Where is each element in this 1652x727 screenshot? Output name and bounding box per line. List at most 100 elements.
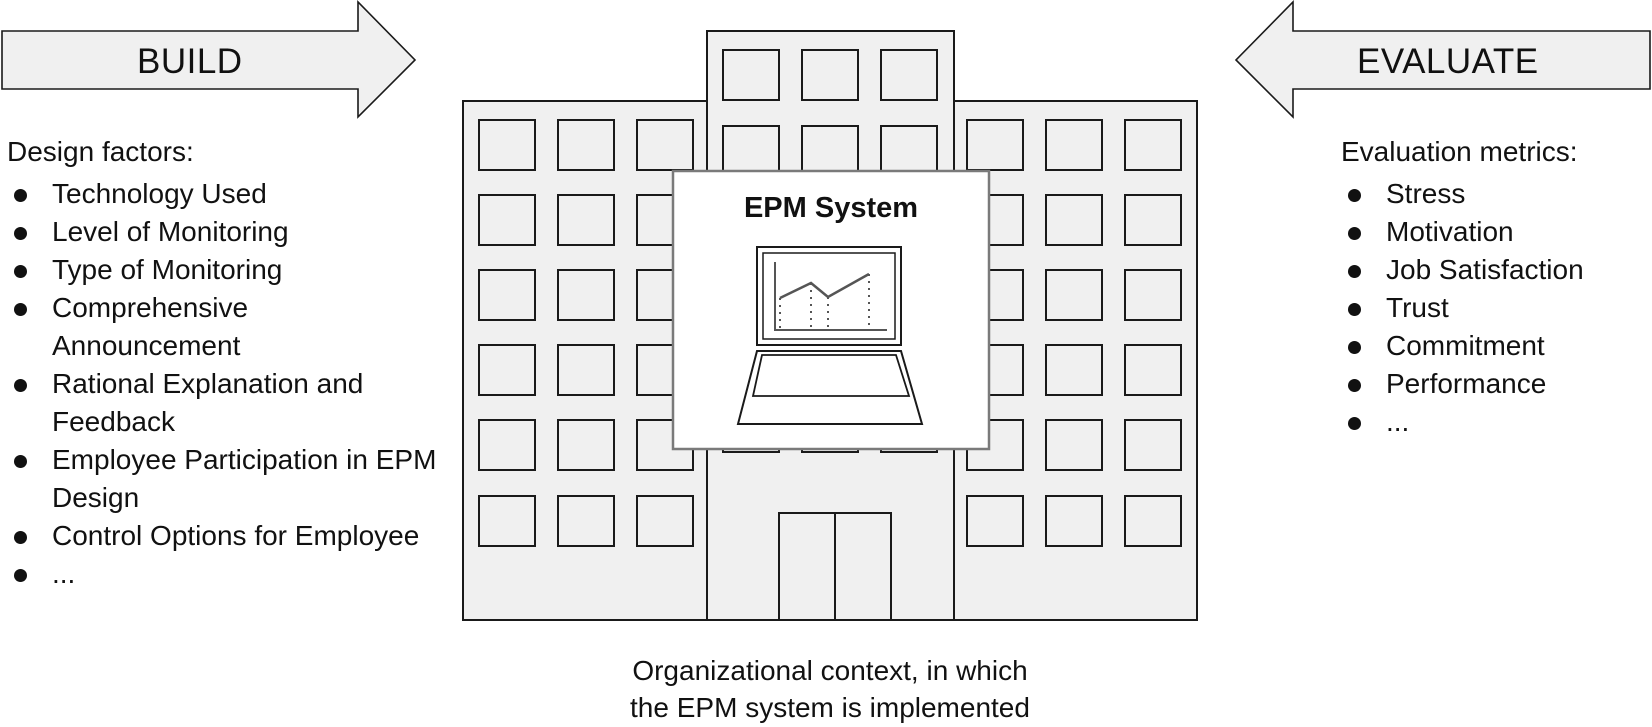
window-icon xyxy=(557,269,615,321)
list-item-text: Comprehensive Announcement xyxy=(52,292,249,361)
window-icon xyxy=(801,49,859,101)
evaluate-arrow-icon xyxy=(1234,0,1651,119)
list-item-text: Level of Monitoring xyxy=(52,216,289,247)
laptop-chart-icon xyxy=(736,246,924,425)
window-icon xyxy=(478,495,536,547)
list-item-text: ... xyxy=(1386,406,1410,437)
window-icon xyxy=(880,49,938,101)
laptop-keyboard xyxy=(751,354,911,397)
window-icon xyxy=(478,269,536,321)
bullet-icon xyxy=(14,531,27,544)
bullet-icon xyxy=(14,189,27,202)
bullet-icon xyxy=(1348,303,1361,316)
chart-drop-lines xyxy=(779,274,870,328)
list-item-text: Trust xyxy=(1386,292,1449,323)
list-item-text: Control Options for Employee xyxy=(52,520,420,551)
evaluate-label: EVALUATE xyxy=(1357,42,1539,81)
bullet-icon xyxy=(14,455,27,468)
list-item: Job Satisfaction xyxy=(1341,251,1651,289)
window-icon xyxy=(478,194,536,246)
bullet-icon xyxy=(14,227,27,240)
chart-axes xyxy=(774,262,887,331)
list-item: Comprehensive Announcement xyxy=(7,289,437,365)
window-icon xyxy=(1045,495,1103,547)
bullet-icon xyxy=(1348,379,1361,392)
window-icon xyxy=(966,495,1024,547)
window-icon xyxy=(557,419,615,471)
window-icon xyxy=(1045,419,1103,471)
window-icon xyxy=(636,495,694,547)
list-item-text: Type of Monitoring xyxy=(52,254,283,285)
design-factors-list: Technology Used Level of Monitoring Type… xyxy=(7,175,437,593)
list-item: Type of Monitoring xyxy=(7,251,437,289)
list-item-text: Employee Participation in EPM Design xyxy=(52,444,437,513)
evaluation-metrics-block: Evaluation metrics: Stress Motivation Jo… xyxy=(1341,133,1651,441)
list-item: Stress xyxy=(1341,175,1651,213)
design-factors-heading: Design factors: xyxy=(7,136,194,167)
list-item: Motivation xyxy=(1341,213,1651,251)
list-item-text: Motivation xyxy=(1386,216,1514,247)
list-item: ... xyxy=(1341,403,1651,441)
window-icon xyxy=(1124,119,1182,171)
context-caption: Organizational context, in which the EPM… xyxy=(630,655,1030,723)
bullet-icon xyxy=(1348,341,1361,354)
chart-line xyxy=(779,272,870,300)
window-icon xyxy=(1124,194,1182,246)
window-icon xyxy=(557,495,615,547)
design-factors-block: Design factors: Technology Used Level of… xyxy=(7,133,437,593)
window-icon xyxy=(880,125,938,177)
list-item-text: Technology Used xyxy=(52,178,267,209)
list-item-text: Job Satisfaction xyxy=(1386,254,1584,285)
epm-system-title: EPM System xyxy=(743,192,919,224)
bullet-icon xyxy=(1348,265,1361,278)
list-item-text: Rational Explanation and Feedback xyxy=(52,368,364,437)
list-item: Rational Explanation and Feedback xyxy=(7,365,437,441)
window-icon xyxy=(801,125,859,177)
window-icon xyxy=(722,125,780,177)
evaluation-metrics-list: Stress Motivation Job Satisfaction Trust… xyxy=(1341,175,1651,441)
bullet-icon xyxy=(14,569,27,582)
window-icon xyxy=(478,344,536,396)
window-icon xyxy=(1045,344,1103,396)
list-item-text: Commitment xyxy=(1386,330,1545,361)
window-icon xyxy=(1124,495,1182,547)
bullet-icon xyxy=(14,265,27,278)
bullet-icon xyxy=(1348,417,1361,430)
list-item: Performance xyxy=(1341,365,1651,403)
bullet-icon xyxy=(1348,189,1361,202)
window-icon xyxy=(1124,344,1182,396)
list-item: Technology Used xyxy=(7,175,437,213)
window-icon xyxy=(636,119,694,171)
window-icon xyxy=(1045,194,1103,246)
window-icon xyxy=(557,119,615,171)
window-icon xyxy=(1124,269,1182,321)
evaluation-metrics-heading: Evaluation metrics: xyxy=(1341,136,1578,167)
bullet-icon xyxy=(14,379,27,392)
bullet-icon xyxy=(1348,227,1361,240)
list-item: Level of Monitoring xyxy=(7,213,437,251)
window-icon xyxy=(1045,269,1103,321)
build-label: BUILD xyxy=(137,42,243,81)
window-icon xyxy=(557,344,615,396)
window-icon xyxy=(1045,119,1103,171)
list-item-text: Performance xyxy=(1386,368,1547,399)
window-icon xyxy=(966,119,1024,171)
office-building-icon xyxy=(462,30,1198,621)
window-icon xyxy=(722,49,780,101)
list-item: Commitment xyxy=(1341,327,1651,365)
building-door-icon xyxy=(778,512,892,621)
list-item: Trust xyxy=(1341,289,1651,327)
list-item-text: Stress xyxy=(1386,178,1466,209)
building-windows xyxy=(478,49,1182,547)
list-item: Employee Participation in EPM Design xyxy=(7,441,437,517)
list-item: ... xyxy=(7,555,437,593)
build-arrow-icon xyxy=(1,0,417,119)
window-icon xyxy=(478,119,536,171)
list-item: Control Options for Employee xyxy=(7,517,437,555)
window-icon xyxy=(557,194,615,246)
bullet-icon xyxy=(14,303,27,316)
list-item-text: ... xyxy=(52,558,76,589)
window-icon xyxy=(478,419,536,471)
window-icon xyxy=(1124,419,1182,471)
